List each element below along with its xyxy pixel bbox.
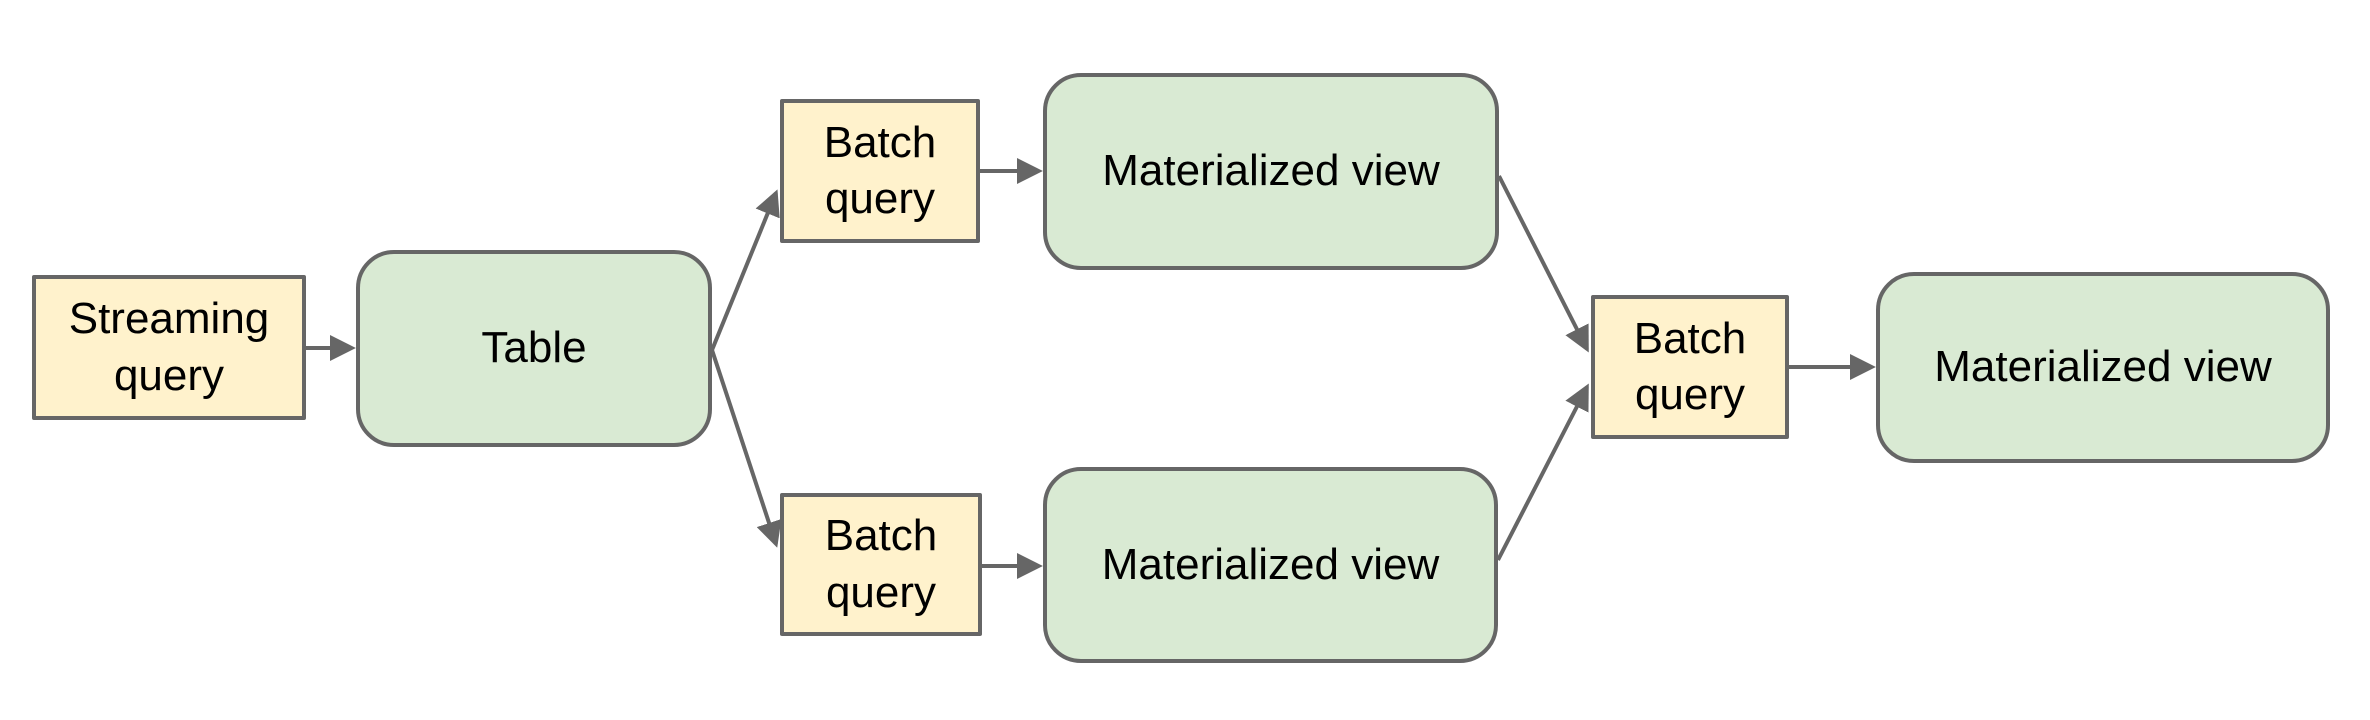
node-label: Table <box>481 323 587 373</box>
node-batch-query-top: Batch query <box>780 99 980 243</box>
node-materialized-view-bottom: Materialized view <box>1043 467 1498 663</box>
node-label: Materialized view <box>1101 539 1440 589</box>
node-batch-query-right: Batch query <box>1591 295 1789 439</box>
node-label: Materialized view <box>1934 342 2272 392</box>
edge-table-to-batch-query-top <box>710 189 780 351</box>
node-label: Batch query <box>824 511 938 617</box>
node-streaming-query: Streaming query <box>32 275 306 420</box>
edge-materialized-view-bottom-to-batch-query-right <box>1496 383 1589 561</box>
node-label: Batch query <box>823 117 937 223</box>
node-label: Batch query <box>1633 313 1747 419</box>
node-label: Materialized view <box>1102 146 1440 196</box>
node-materialized-view-right: Materialized view <box>1876 272 2330 463</box>
node-materialized-view-top: Materialized view <box>1043 73 1499 270</box>
edge-table-to-batch-query-bottom <box>710 349 782 548</box>
edge-materialized-view-top-to-batch-query-right <box>1497 175 1589 353</box>
node-table: Table <box>356 250 712 447</box>
node-batch-query-bottom: Batch query <box>780 493 982 636</box>
node-label: Streaming query <box>68 294 270 400</box>
